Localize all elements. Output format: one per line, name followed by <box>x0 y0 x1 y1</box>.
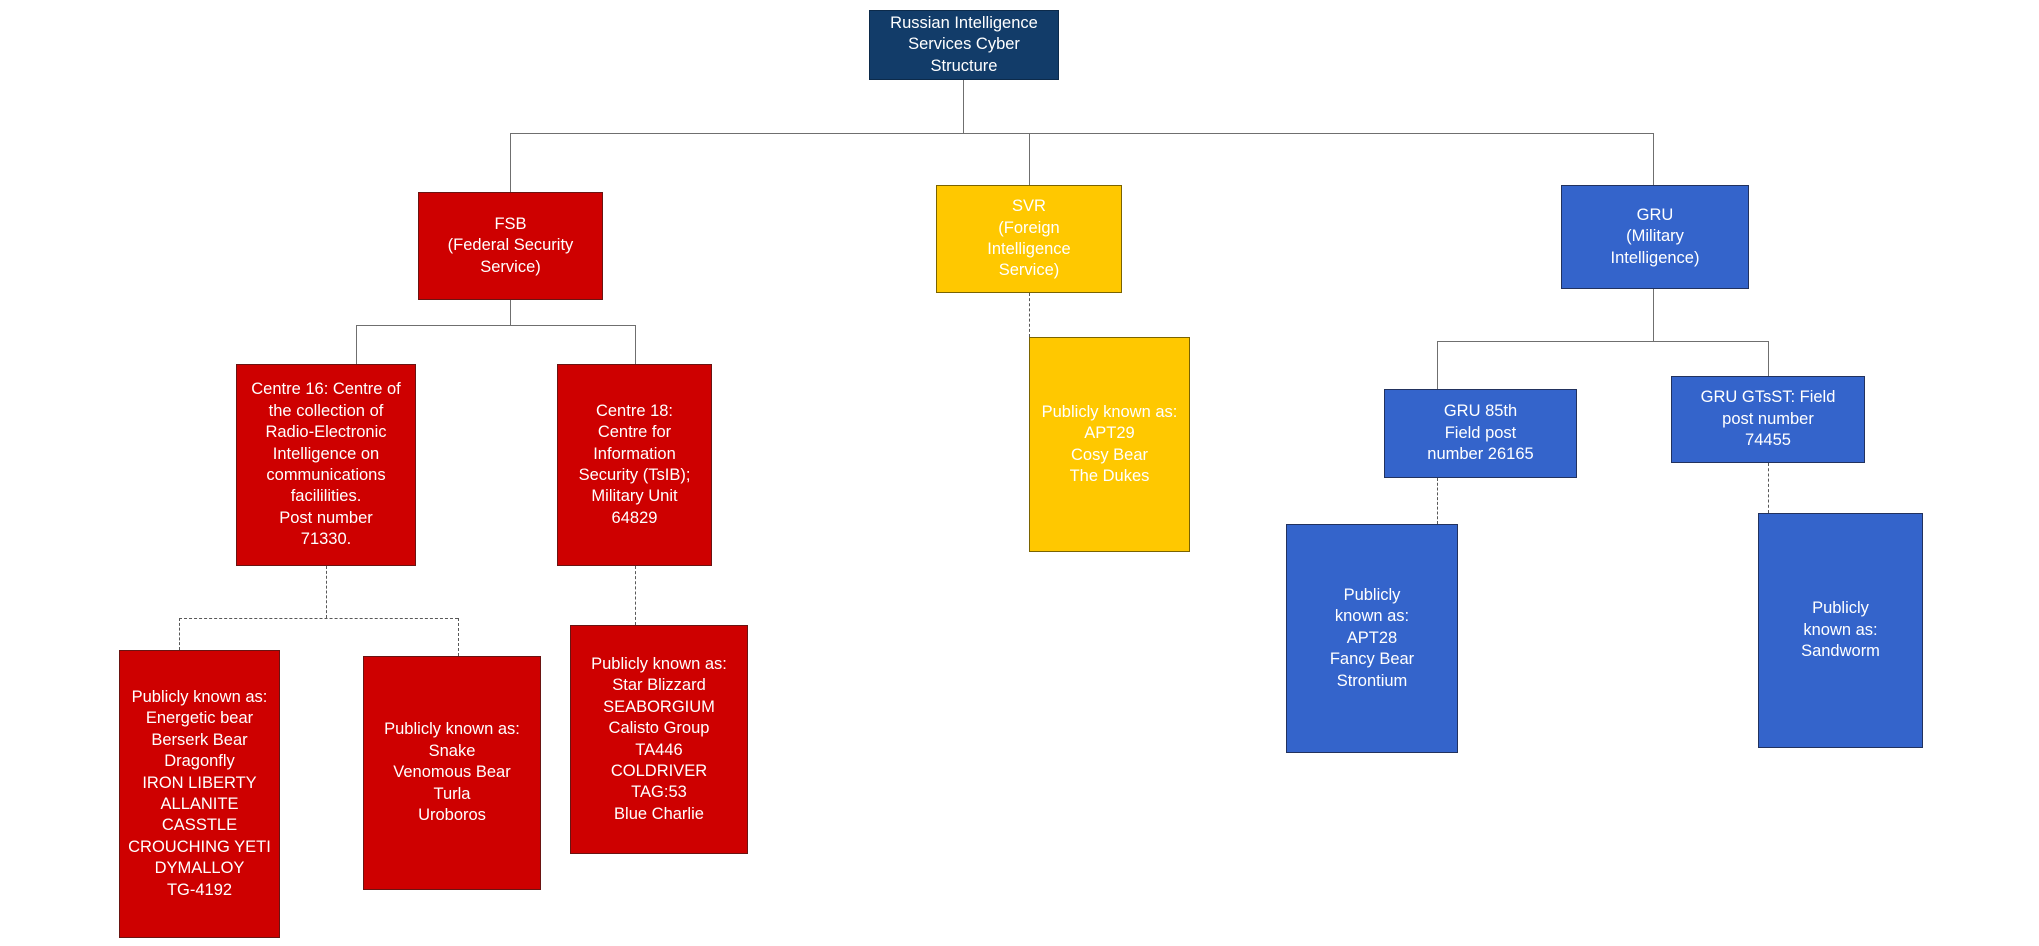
connector-bus-to-alias-snake <box>458 618 459 656</box>
connector-gru85-to-alias-apt28 <box>1437 478 1438 524</box>
node-alias-apt28-label: Publicly known as: APT28 Fancy Bear Stro… <box>1329 585 1415 690</box>
node-gru[interactable]: GRU (Military Intelligence) <box>1561 185 1749 289</box>
node-root[interactable]: Russian Intelligence Services Cyber Stru… <box>869 10 1059 80</box>
connector-bus-to-centre18 <box>635 325 636 364</box>
connector-fsb-trunk <box>510 300 511 325</box>
node-alias-sandworm-label: Publicly known as: Sandworm <box>1801 599 1880 661</box>
connector-gru-trunk <box>1653 289 1654 341</box>
node-centre-16-label: Centre 16: Centre of the collection of R… <box>251 380 401 549</box>
node-gru-gtsst[interactable]: GRU GTsST: Field post number 74455 <box>1671 376 1865 463</box>
connector-root-bus <box>510 133 1653 134</box>
node-alias-snake-label: Publicly known as: Snake Venomous Bear T… <box>384 720 520 825</box>
node-fsb-label: FSB (Federal Security Service) <box>447 214 574 276</box>
connector-bus-to-gru85 <box>1437 341 1438 389</box>
connector-bus-to-centre16 <box>356 325 357 364</box>
node-alias-energetic-bear[interactable]: Publicly known as: Energetic bear Berser… <box>119 650 280 938</box>
node-alias-sandworm[interactable]: Publicly known as: Sandworm <box>1758 513 1923 748</box>
node-gru-85th-label: GRU 85th Field post number 26165 <box>1427 402 1534 464</box>
node-gru-gtsst-label: GRU GTsST: Field post number 74455 <box>1700 388 1836 450</box>
connector-bus-to-fsb <box>510 133 511 192</box>
connector-bus-to-alias-energetic-bear <box>179 618 180 650</box>
node-alias-energetic-bear-label: Publicly known as: Energetic bear Berser… <box>128 687 271 899</box>
node-alias-apt29-label: Publicly known as: APT29 Cosy Bear The D… <box>1041 402 1178 485</box>
connector-centre18-to-alias-star-blizzard <box>635 566 636 625</box>
node-alias-star-blizzard[interactable]: Publicly known as: Star Blizzard SEABORG… <box>570 625 748 854</box>
node-gru-label: GRU (Military Intelligence) <box>1610 205 1700 267</box>
node-alias-apt29[interactable]: Publicly known as: APT29 Cosy Bear The D… <box>1029 337 1190 552</box>
node-alias-star-blizzard-label: Publicly known as: Star Blizzard SEABORG… <box>591 654 727 823</box>
node-root-label: Russian Intelligence Services Cyber Stru… <box>890 13 1038 75</box>
node-svr-label: SVR (Foreign Intelligence Service) <box>987 197 1071 280</box>
connector-bus-to-gru <box>1653 133 1654 185</box>
node-centre-18[interactable]: Centre 18: Centre for Information Securi… <box>557 364 712 566</box>
connector-fsb-bus <box>356 325 635 326</box>
connector-bus-to-gru-gtsst <box>1768 341 1769 376</box>
node-gru-85th[interactable]: GRU 85th Field post number 26165 <box>1384 389 1577 478</box>
node-centre-18-label: Centre 18: Centre for Information Securi… <box>578 401 691 527</box>
connector-centre16-trunk <box>326 566 327 618</box>
node-fsb[interactable]: FSB (Federal Security Service) <box>418 192 603 300</box>
connector-root-trunk <box>963 80 964 133</box>
connector-gru-bus <box>1437 341 1768 342</box>
node-centre-16[interactable]: Centre 16: Centre of the collection of R… <box>236 364 416 566</box>
connector-centre16-bus <box>179 618 458 619</box>
connector-gtsst-to-alias-sandworm <box>1768 463 1769 513</box>
node-svr[interactable]: SVR (Foreign Intelligence Service) <box>936 185 1122 293</box>
connector-bus-to-svr <box>1029 133 1030 185</box>
node-alias-apt28[interactable]: Publicly known as: APT28 Fancy Bear Stro… <box>1286 524 1458 753</box>
node-alias-snake[interactable]: Publicly known as: Snake Venomous Bear T… <box>363 656 541 890</box>
connector-svr-to-alias-apt29 <box>1029 293 1030 337</box>
